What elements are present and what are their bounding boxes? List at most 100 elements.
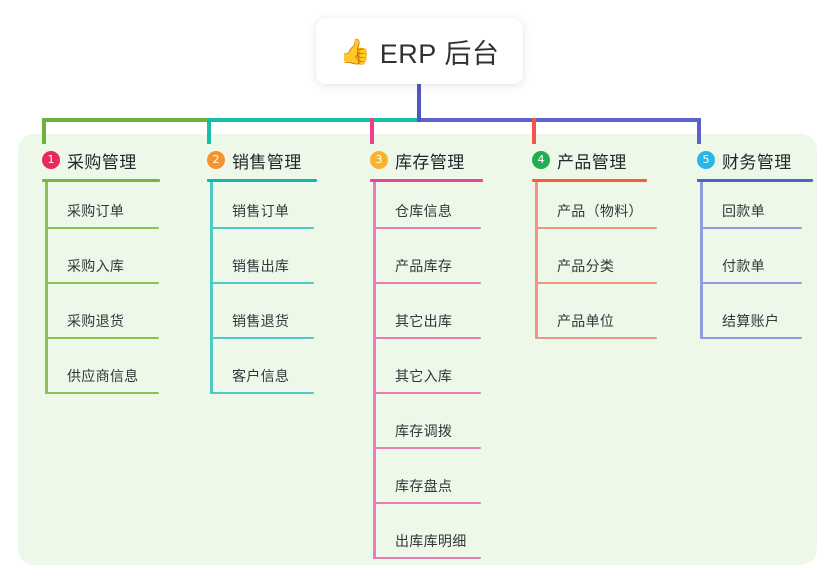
list-item[interactable]: 销售订单 [210, 182, 314, 237]
drop-connector-2 [207, 118, 211, 144]
root-node-content: 👍 ERP 后台 [340, 32, 500, 71]
list-item[interactable]: 销售退货 [210, 292, 314, 347]
list-item-rule [700, 282, 802, 284]
list-item[interactable]: 产品分类 [535, 237, 657, 292]
list-item-label: 仓库信息 [395, 203, 453, 219]
list-item[interactable]: 结算账户 [700, 292, 802, 347]
column-items-3: 仓库信息产品库存其它出库其它入库库存调拨库存盘点出库库明细 [370, 182, 483, 567]
list-item-rule [210, 392, 314, 394]
bus-indigo [417, 118, 698, 122]
column-spine-3 [373, 182, 376, 559]
list-item-rule [700, 337, 802, 339]
list-item-label: 结算账户 [722, 313, 780, 329]
column-header-rule-3 [370, 179, 483, 182]
root-node-title: ERP 后台 [379, 38, 500, 69]
column-spine-1 [45, 182, 48, 394]
list-item-rule [373, 282, 481, 284]
column-items-2: 销售订单销售出库销售退货客户信息 [207, 182, 317, 402]
list-item-rule [210, 282, 314, 284]
list-item-rule [210, 337, 314, 339]
list-item-label: 付款单 [722, 258, 765, 274]
list-item-label: 出库库明细 [395, 533, 467, 549]
list-item-rule [535, 227, 657, 229]
content-panel [18, 134, 817, 565]
list-item-rule [45, 392, 159, 394]
column-badge-1: 1 [42, 151, 60, 169]
list-item-label: 销售订单 [232, 203, 290, 219]
list-item-label: 供应商信息 [67, 368, 139, 384]
list-item-rule [45, 337, 159, 339]
list-item-label: 客户信息 [232, 368, 290, 384]
column-header-rule-5 [697, 179, 813, 182]
list-item-label: 其它入库 [395, 368, 453, 384]
column-badge-2: 2 [207, 151, 225, 169]
list-item-rule [700, 227, 802, 229]
column-items-5: 回款单付款单结算账户 [697, 182, 813, 347]
bus-green [43, 118, 208, 122]
list-item-label: 库存调拨 [395, 423, 453, 439]
list-item-rule [535, 337, 657, 339]
list-item-label: 产品分类 [557, 258, 615, 274]
list-item-rule [210, 227, 314, 229]
list-item-label: 销售出库 [232, 258, 290, 274]
column-title-1: 采购管理 [67, 152, 137, 172]
column-title-3: 库存管理 [395, 152, 465, 172]
list-item-rule [373, 502, 481, 504]
column-items-1: 采购订单采购入库采购退货供应商信息 [42, 182, 160, 402]
list-item-label: 采购退货 [67, 313, 125, 329]
list-item-label: 其它出库 [395, 313, 453, 329]
list-item-rule [373, 227, 481, 229]
list-item-label: 采购入库 [67, 258, 125, 274]
column-title-5: 财务管理 [722, 152, 792, 172]
list-item[interactable]: 供应商信息 [45, 347, 159, 402]
drop-connector-1 [42, 118, 46, 144]
list-item-rule [373, 557, 481, 559]
list-item-label: 采购订单 [67, 203, 125, 219]
column-header-5[interactable]: 5 财务管理 [697, 148, 813, 172]
list-item[interactable]: 付款单 [700, 237, 802, 292]
list-item-label: 产品单位 [557, 313, 615, 329]
column-header-3[interactable]: 3 库存管理 [370, 148, 483, 172]
list-item[interactable]: 其它入库 [373, 347, 481, 402]
root-stem-connector [417, 84, 421, 122]
root-node-card[interactable]: 👍 ERP 后台 [316, 18, 523, 84]
list-item[interactable]: 产品（物料） [535, 182, 657, 237]
list-item[interactable]: 产品单位 [535, 292, 657, 347]
list-item[interactable]: 采购退货 [45, 292, 159, 347]
list-item[interactable]: 回款单 [700, 182, 802, 237]
bus-teal [208, 118, 421, 122]
list-item[interactable]: 客户信息 [210, 347, 314, 402]
column-header-rule-1 [42, 179, 160, 182]
list-item[interactable]: 库存盘点 [373, 457, 481, 512]
column-spine-2 [210, 182, 213, 394]
list-item-label: 产品库存 [395, 258, 453, 274]
column-badge-5: 5 [697, 151, 715, 169]
list-item[interactable]: 采购入库 [45, 237, 159, 292]
list-item-rule [535, 282, 657, 284]
column-header-rule-2 [207, 179, 317, 182]
list-item-rule [373, 337, 481, 339]
column-title-4: 产品管理 [557, 152, 627, 172]
list-item-label: 销售退货 [232, 313, 290, 329]
list-item[interactable]: 采购订单 [45, 182, 159, 237]
list-item-rule [373, 392, 481, 394]
list-item-rule [373, 447, 481, 449]
list-item-label: 回款单 [722, 203, 765, 219]
list-item[interactable]: 销售出库 [210, 237, 314, 292]
column-header-rule-4 [532, 179, 647, 182]
column-badge-3: 3 [370, 151, 388, 169]
column-spine-4 [535, 182, 538, 339]
list-item[interactable]: 产品库存 [373, 237, 481, 292]
list-item-label: 库存盘点 [395, 478, 453, 494]
list-item[interactable]: 库存调拨 [373, 402, 481, 457]
column-5: 5 财务管理回款单付款单结算账户 [697, 148, 813, 347]
column-header-1[interactable]: 1 采购管理 [42, 148, 160, 172]
list-item[interactable]: 其它出库 [373, 292, 481, 347]
list-item[interactable]: 仓库信息 [373, 182, 481, 237]
drop-connector-3 [370, 118, 374, 144]
list-item[interactable]: 出库库明细 [373, 512, 481, 567]
